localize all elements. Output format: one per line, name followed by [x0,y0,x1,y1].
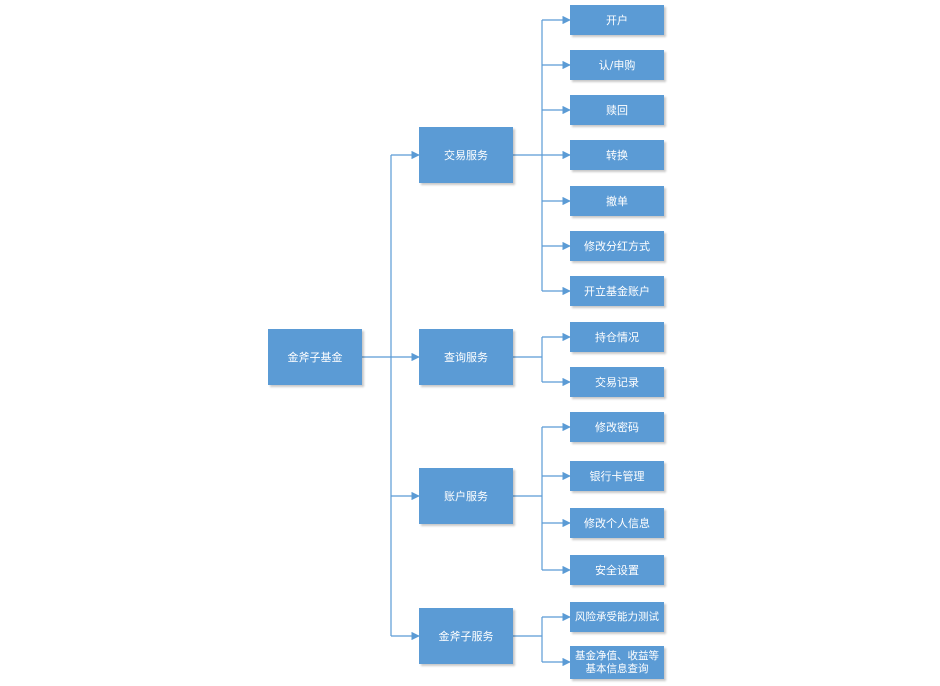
leaf-transaction-records: 交易记录 [570,367,664,397]
root-node: 金斧子基金 [268,329,362,385]
category-account-service: 账户服务 [419,468,513,524]
leaf-fund-nav-info-query: 基金净值、收益等 基本信息查询 [570,646,664,679]
leaf-modify-dividend-method: 修改分红方式 [570,231,664,261]
root-connectors [362,150,420,641]
trade-connectors [513,15,571,296]
leaf-holdings: 持仓情况 [570,322,664,352]
jinfuzi-connectors [513,612,571,667]
leaf-subscribe-purchase: 认/申购 [570,50,664,80]
leaf-open-account: 开户 [570,5,664,35]
leaf-change-password: 修改密码 [570,412,664,442]
leaf-risk-tolerance-test: 风险承受能力测试 [570,602,664,632]
leaf-open-fund-account: 开立基金账户 [570,276,664,306]
category-jinfuzi-service: 金斧子服务 [419,608,513,664]
query-connectors [513,332,571,387]
leaf-bank-card-management: 银行卡管理 [570,461,664,491]
category-trade-service: 交易服务 [419,127,513,183]
category-query-service: 查询服务 [419,329,513,385]
leaf-convert: 转换 [570,140,664,170]
leaf-cancel-order: 撤单 [570,186,664,216]
leaf-modify-personal-info: 修改个人信息 [570,508,664,538]
leaf-security-settings: 安全设置 [570,555,664,585]
account-connectors [513,422,571,575]
leaf-redeem: 赎回 [570,95,664,125]
